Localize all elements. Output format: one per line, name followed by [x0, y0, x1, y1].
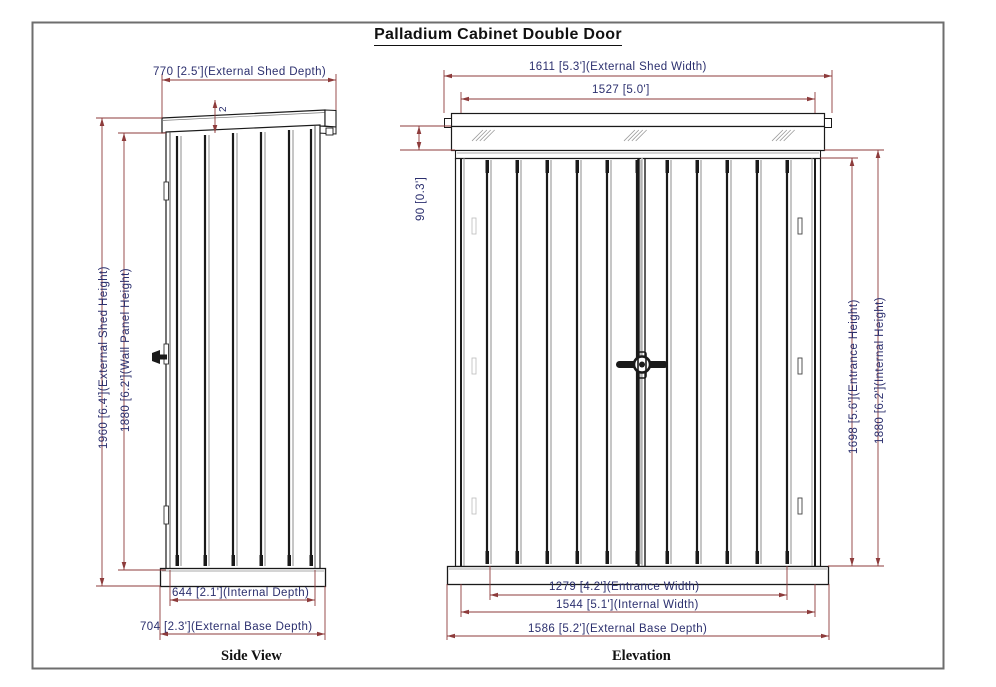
page-title: Palladium Cabinet Double Door — [0, 26, 996, 46]
elevation-roof — [444, 112, 832, 128]
dim-elevation-internal-height: 1880 [6.2'](Internal Height) — [874, 296, 886, 444]
dim-side-roof-overhang: 2 — [218, 106, 229, 112]
dim-elevation-external-base-depth: 1586 [5.2'](External Base Depth) — [528, 623, 708, 635]
elevation-header-rail — [454, 149, 822, 160]
dim-side-external-shed-depth: 770 [2.5'](External Shed Depth) — [153, 66, 327, 78]
dim-elevation-entrance-height: 1698 [5.6'](Entrance Height) — [848, 299, 860, 454]
side-view-handle — [152, 350, 167, 364]
caption-elevation: Elevation — [612, 648, 671, 664]
elevation-base — [446, 565, 830, 586]
dim-side-internal-depth: 644 [2.1'](Internal Depth) — [172, 587, 310, 599]
side-view-dimension-lines — [96, 74, 337, 640]
side-view-hinges — [163, 181, 169, 525]
dim-elevation-entrance-width: 1279 [4.2'](Entrance Width) — [549, 581, 700, 593]
dim-side-external-base-depth: 704 [2.3'](External Base Depth) — [140, 621, 313, 633]
elevation-dimension-lines — [400, 70, 884, 640]
dim-elevation-external-shed-width: 1611 [5.3'](External Shed Width) — [529, 61, 707, 73]
side-view-ribs — [175, 129, 313, 566]
dim-elevation-fascia-height: 90 [0.3'] — [415, 176, 427, 221]
elevation-drawing — [444, 112, 832, 586]
dim-elevation-internal-width: 1544 [5.1'](Internal Width) — [556, 599, 699, 611]
elevation-door-handle — [616, 351, 668, 379]
dim-elevation-roof-band-width: 1527 [5.0'] — [592, 84, 650, 96]
elevation-hinges — [471, 217, 803, 515]
dim-side-wall-panel-height: 1880 [6.2'](Wall Panel Height) — [120, 268, 132, 432]
side-view-base — [159, 567, 327, 588]
sheet-border — [31, 21, 945, 670]
elevation-door-ribs — [485, 160, 792, 564]
dim-side-external-shed-height: 1960 [6.4'](External Shed Height) — [98, 266, 110, 449]
elevation-fascia — [450, 125, 826, 152]
caption-side-view: Side View — [221, 648, 282, 664]
side-view-drawing — [152, 109, 337, 588]
side-view-body — [165, 124, 321, 571]
